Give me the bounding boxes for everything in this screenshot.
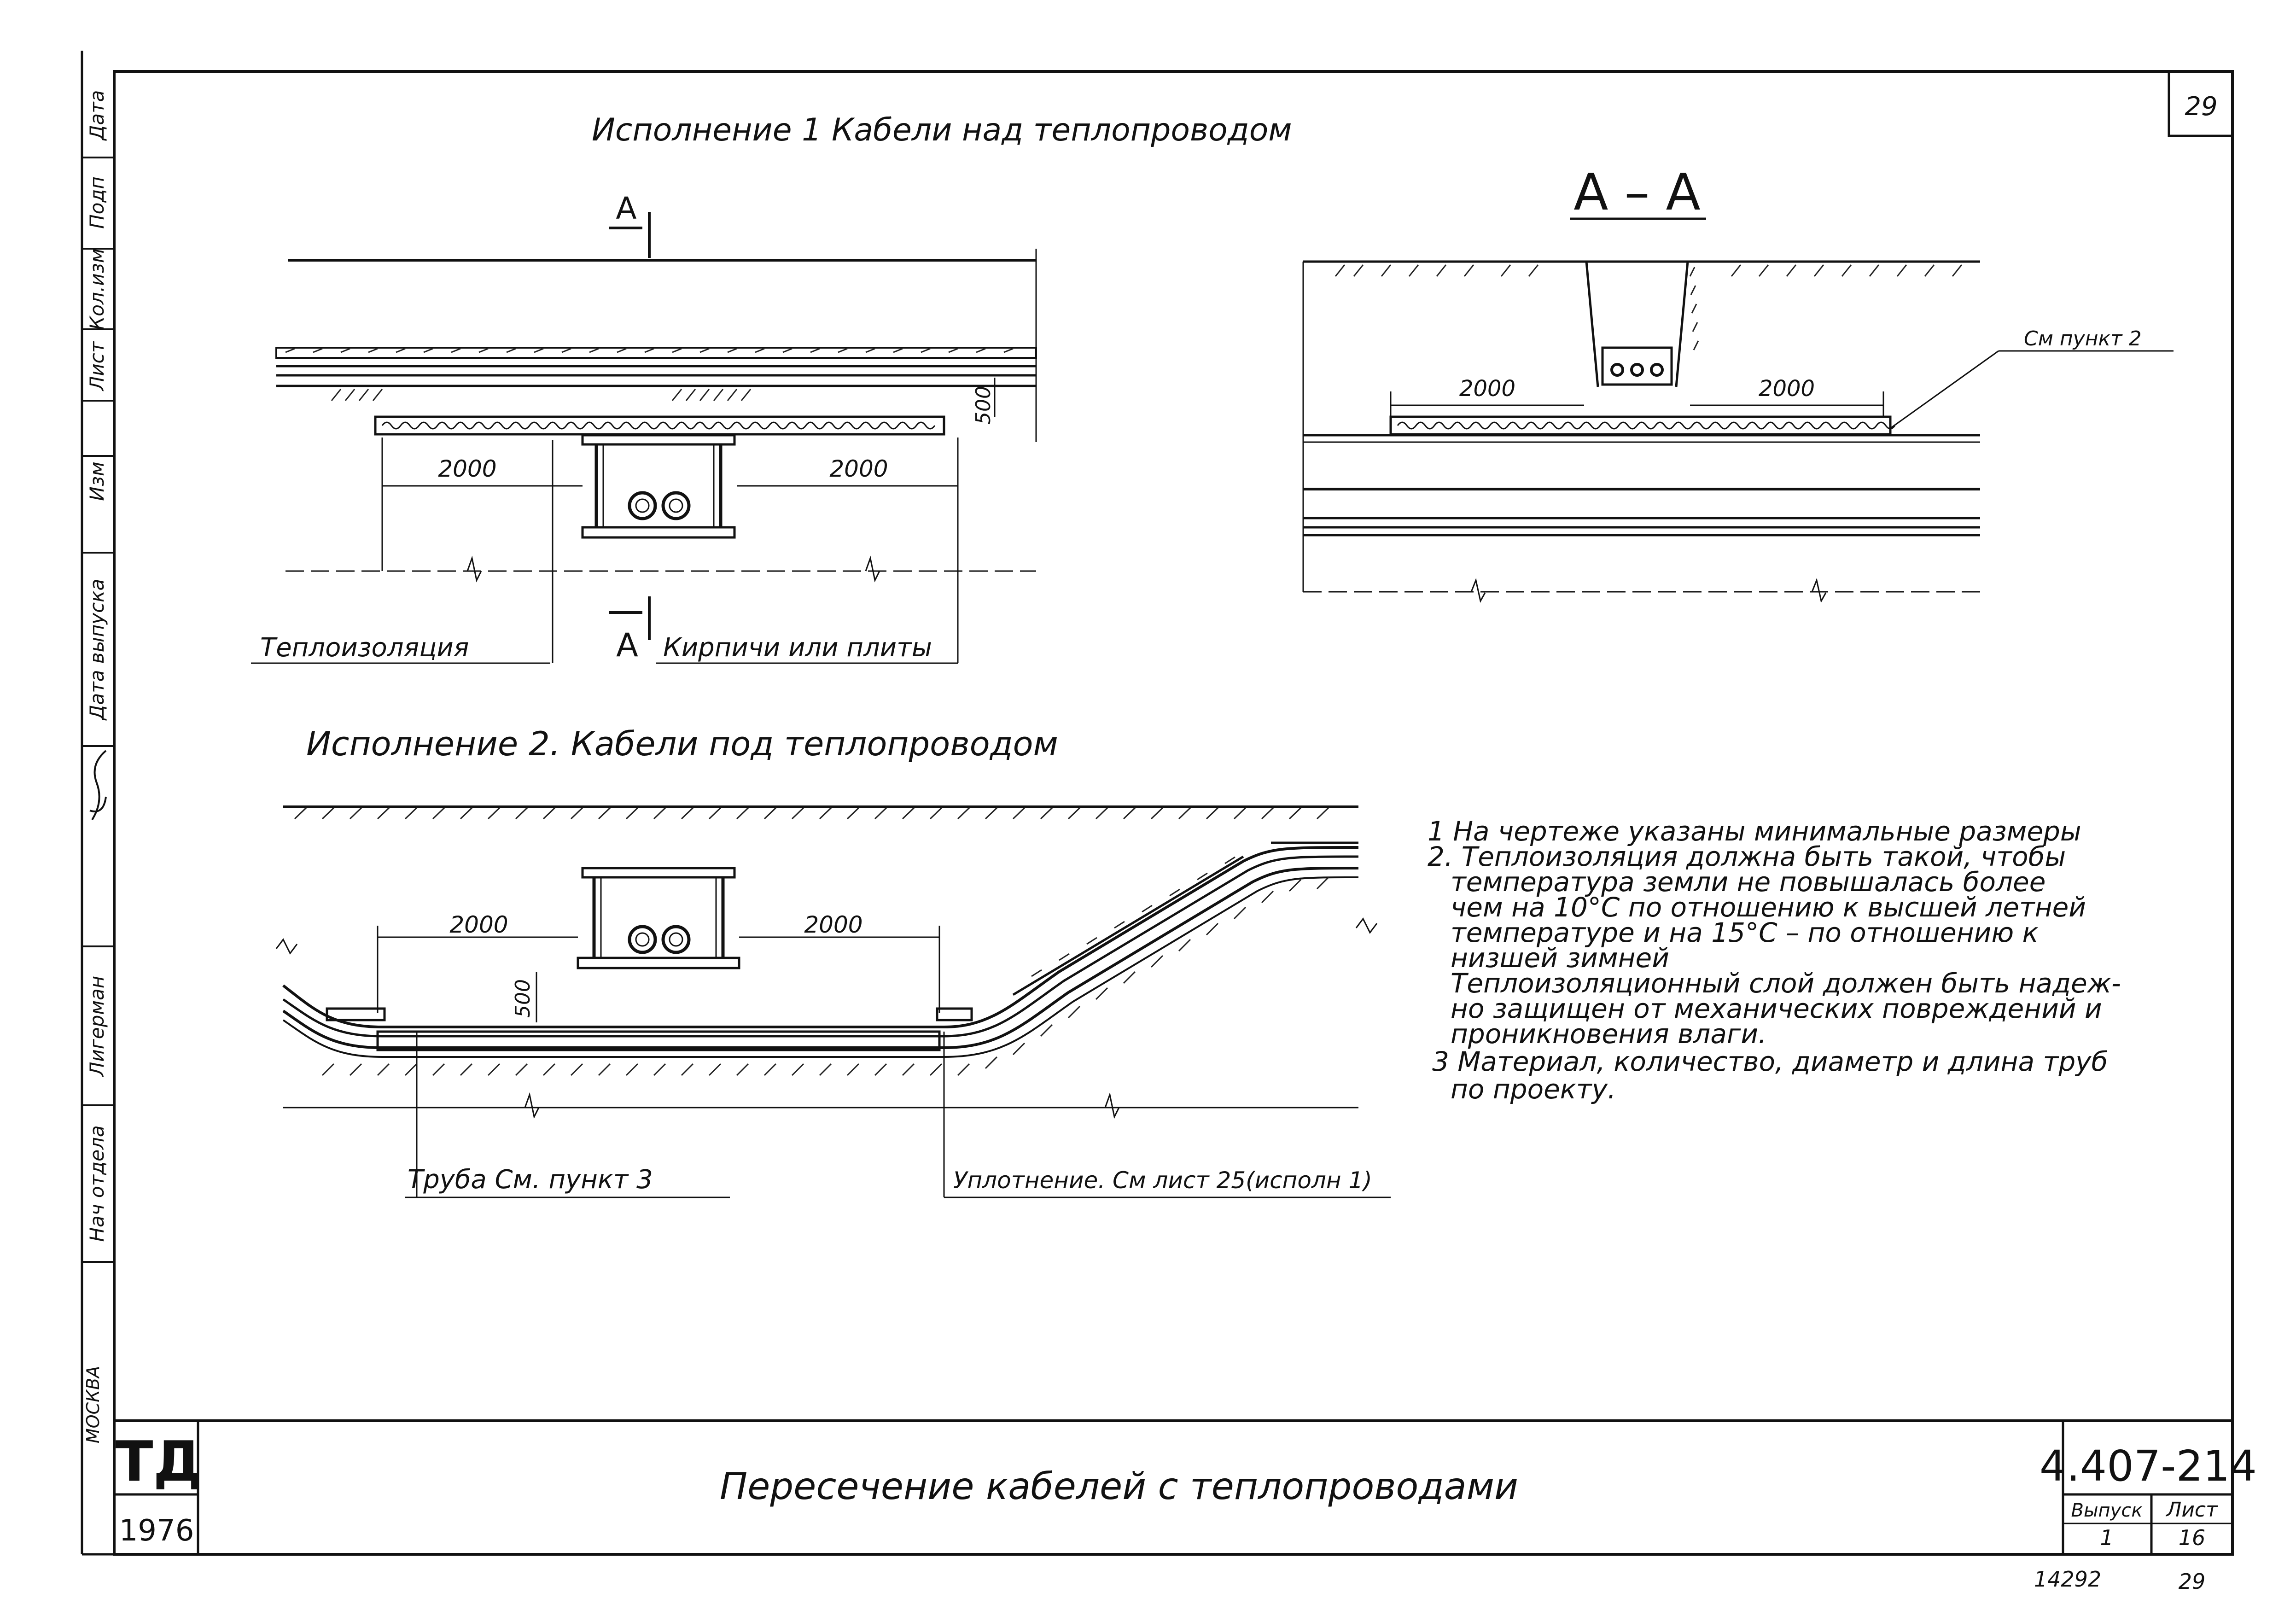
view1-dim-right: 2000 — [829, 455, 888, 482]
note-line: температура земли не повышалась более — [1451, 866, 2045, 898]
title-block-issue-label: Выпуск — [2071, 1500, 2143, 1521]
note-line: 3 Материал, количество, диаметр и длина … — [1432, 1046, 2108, 1077]
footer-number-inventory: 14292 — [2034, 1567, 2101, 1592]
margin-label-moskva: МОСКВА — [83, 1366, 103, 1443]
title-block — [114, 1419, 2232, 1554]
note-line: проникновения влаги. — [1451, 1018, 1766, 1050]
note-line: но защищен от механических повреждений и — [1451, 993, 2102, 1024]
title-block-sheet-label: Лист — [2165, 1498, 2218, 1522]
margin-labels: Изм Лист Кол.изм Подп Дата Дата выпуска … — [83, 90, 108, 1444]
note-line: 2. Теплоизоляция должна быть такой, чтоб… — [1428, 841, 2066, 872]
section-title: А – А — [1573, 163, 1700, 222]
section-dim-left: 2000 — [1459, 376, 1515, 402]
margin-label-data-vypuska: Дата выпуска — [86, 579, 108, 721]
view2-dim-left: 2000 — [449, 911, 508, 938]
margin-label-podp: Подп — [86, 176, 108, 229]
view2-label-seal: Уплотнение. См лист 25(исполн 1) — [953, 1167, 1372, 1194]
section-drawing — [1302, 217, 2174, 603]
view2-title: Исполнение 2. Кабели под теплопроводом — [306, 724, 1058, 763]
margin-label-list: Лист — [86, 341, 108, 391]
margin-label-ligerman: Лигерман — [86, 976, 108, 1077]
note-line: по проекту. — [1451, 1074, 1616, 1105]
title-block-sheet-value: 16 — [2179, 1525, 2206, 1550]
view1-dim-left: 2000 — [438, 455, 496, 482]
title-block-year: 1976 — [119, 1514, 194, 1548]
section-callout: См пункт 2 — [2024, 327, 2142, 350]
notes: 1 На чертеже указаны минимальные размеры… — [1428, 816, 2121, 1105]
section-dim-right: 2000 — [1759, 376, 1815, 402]
view2-dim-vertical: 500 — [511, 979, 535, 1018]
title-block-code: 4.407-214 — [2040, 1441, 2257, 1491]
view1-dim-vertical: 500 — [972, 386, 995, 425]
view1-label-bricks: Кирпичи или плиты — [663, 633, 932, 663]
note-line: чем на 10°С по отношению к высшей летней — [1451, 892, 2086, 923]
note-line: 1 На чертеже указаны минимальные размеры — [1428, 816, 2081, 847]
signature-mark — [89, 750, 107, 821]
margin-label-nach-otdela: Нач отдела — [86, 1125, 108, 1242]
view1-label-insulation: Теплоизоляция — [260, 633, 469, 663]
note-line: низшей зимней — [1451, 942, 1669, 974]
title-block-issue-value: 1 — [2100, 1525, 2113, 1550]
margin-label-kolizm: Кол.изм — [86, 248, 108, 330]
margin-label-izm: Изм — [86, 461, 108, 501]
view1-title: Исполнение 1 Кабели над теплопроводом — [592, 112, 1292, 148]
title-block-logo: ТД — [116, 1430, 203, 1494]
page-number: 29 — [2185, 92, 2217, 122]
sheet-frame — [81, 51, 2234, 1556]
note-line: Теплоизоляционный слой должен быть надеж… — [1451, 968, 2121, 999]
view1-section-mark-bottom: А — [616, 626, 638, 664]
footer-number-page: 29 — [2179, 1569, 2206, 1594]
view1-drawing: А — [251, 191, 1037, 664]
title-block-title: Пересечение кабелей с теплопроводами — [720, 1465, 1518, 1508]
note-line: температуре и на 15°С – по отношению к — [1451, 917, 2039, 948]
view2-label-pipe: Труба См. пункт 3 — [408, 1165, 653, 1195]
view2-drawing — [275, 805, 1391, 1198]
view1-section-mark-top: А — [616, 191, 636, 226]
margin-label-data: Дата — [86, 90, 108, 141]
view2-dim-right: 2000 — [804, 911, 862, 938]
